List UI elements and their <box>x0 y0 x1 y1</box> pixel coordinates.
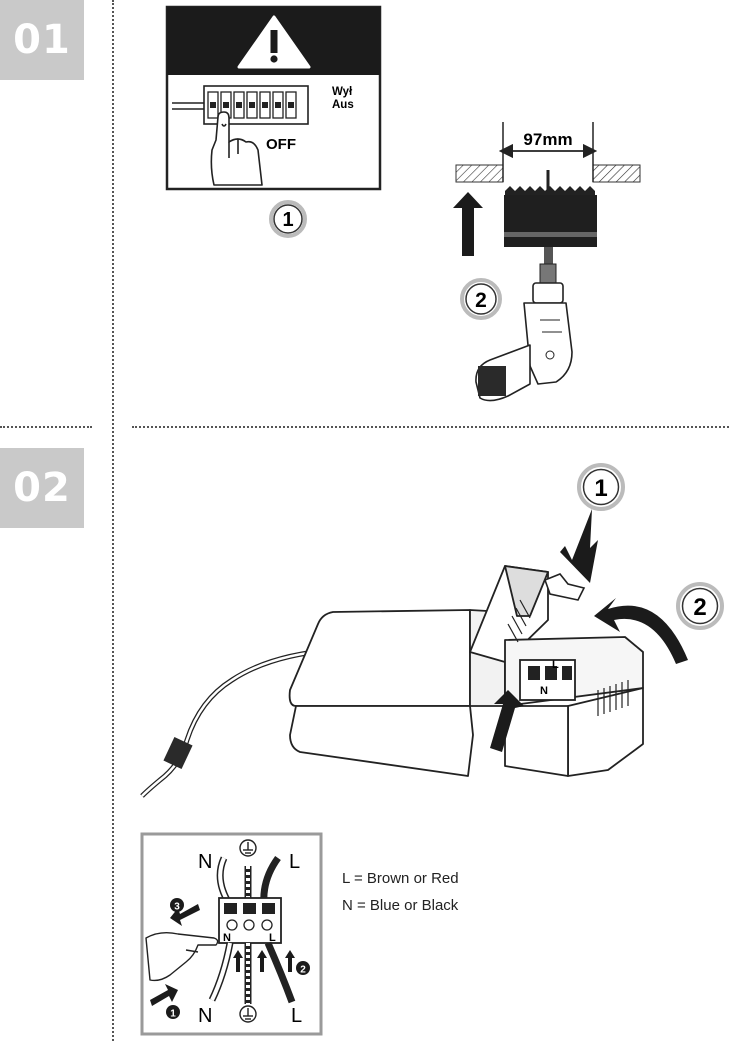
warning-triangle-icon <box>237 15 311 69</box>
step-number-badge-02: 02 <box>0 448 84 528</box>
callout-press-tab: 1 <box>577 463 625 511</box>
callout-close-cover: 2 <box>676 582 724 630</box>
switch-label-aus: Aus <box>332 99 354 111</box>
earth-ground-icon <box>239 839 257 857</box>
off-label: OFF <box>266 136 296 153</box>
callout-switch-off: 1 <box>269 200 307 238</box>
legend-neutral-wire: N = Blue or Black <box>342 897 459 914</box>
switch-label-wyl: Wył <box>332 86 353 98</box>
pointing-hand-icon <box>210 111 263 186</box>
top-neutral-label: N <box>198 851 212 873</box>
step-3-marker: 3 <box>174 902 180 913</box>
step-number-badge-01: 01 <box>0 0 84 80</box>
callout-drill-hole: 2 <box>460 278 502 320</box>
insert-up-arrow-icon <box>490 690 524 752</box>
press-down-arrow-icon <box>560 509 598 583</box>
svg-text:N: N <box>540 685 548 697</box>
light-fixture-housing: N L <box>140 565 644 798</box>
rotate-cover-arrow-icon <box>594 598 688 664</box>
ceiling-cutout-diagram: 97mm <box>455 122 641 183</box>
svg-text:L: L <box>552 659 559 671</box>
pressing-hand-icon <box>145 931 219 982</box>
hole-saw-drill-icon <box>475 170 597 402</box>
top-live-label: L <box>289 851 300 873</box>
svg-text:2: 2 <box>475 289 487 312</box>
step-2-marker: 2 <box>300 965 306 976</box>
terminal-wiring-diagram: N L N L N L <box>140 832 323 1036</box>
up-arrow-icon <box>453 192 483 256</box>
earth-ground-icon-bottom <box>239 1005 257 1023</box>
bottom-live-label: L <box>291 1005 302 1027</box>
section-divider-left <box>0 426 92 428</box>
svg-text:2: 2 <box>693 594 706 621</box>
vertical-divider <box>112 0 114 1041</box>
block-neutral-label: N <box>223 932 231 944</box>
legend-live-wire: L = Brown or Red <box>342 870 459 887</box>
section-divider-right <box>132 426 729 428</box>
svg-text:1: 1 <box>282 209 293 231</box>
step-1-marker: 1 <box>170 1009 176 1020</box>
hole-dimension-label: 97mm <box>523 130 572 149</box>
power-off-warning-panel: Wył Aus OFF <box>165 5 382 191</box>
svg-text:1: 1 <box>594 475 607 502</box>
block-live-label: L <box>269 932 276 944</box>
bottom-neutral-label: N <box>198 1005 212 1027</box>
